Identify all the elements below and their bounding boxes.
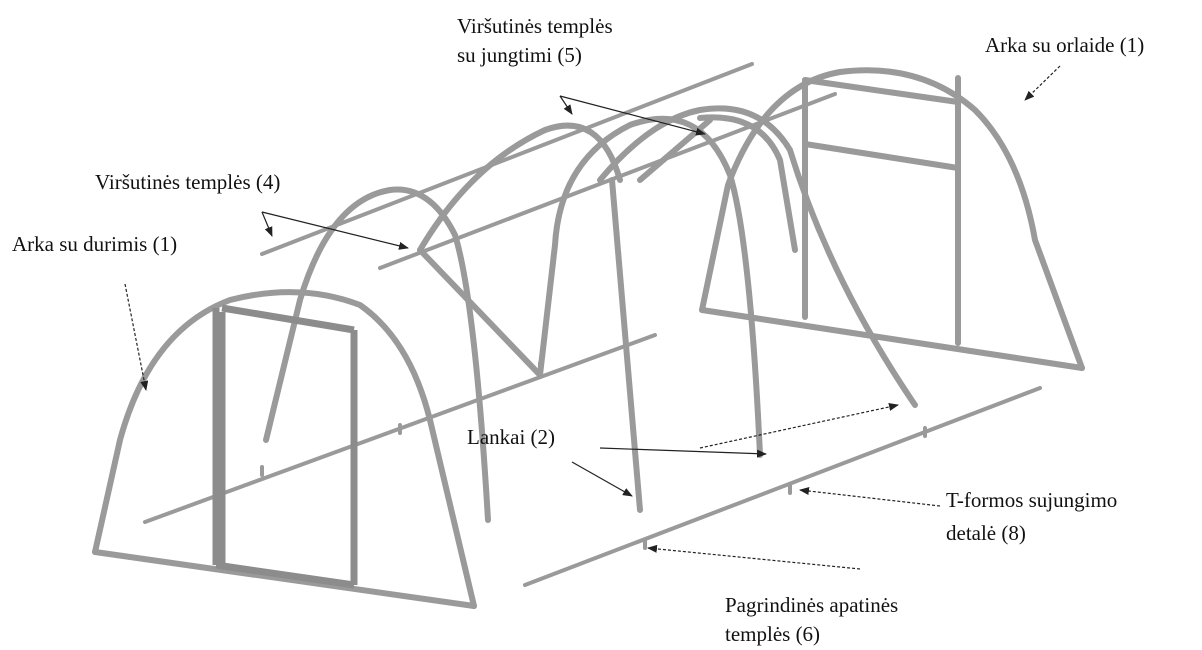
pointer-lines: [124, 65, 1061, 570]
label-top-ties-jointed-line1: Viršutinės templės: [457, 14, 613, 38]
top-ties: [260, 62, 837, 270]
hoop-4: [597, 105, 918, 408]
front-arch-with-door: [92, 289, 477, 609]
label-arch-with-vent: Arka su orlaide (1): [985, 33, 1144, 57]
label-top-ties-jointed-line2: su jungtimi (5): [457, 43, 582, 67]
hoop-5: [417, 247, 543, 378]
label-t-joint-line2: detalė (8): [946, 521, 1026, 545]
bottom-tie-right: [523, 386, 1042, 587]
label-t-joint-line1: T-formos sujungimo: [946, 488, 1117, 512]
rear-arch-with-vent: [699, 67, 1085, 371]
hoops: [263, 105, 918, 523]
hoop-8: [697, 114, 798, 253]
hoop-3: [417, 122, 623, 253]
bottom-ties: [143, 333, 1042, 587]
label-top-ties: Viršutinės templės (4): [95, 170, 280, 194]
label-hoops: Lankai (2): [467, 425, 555, 449]
label-arch-with-door: Arka su durimis (1): [12, 232, 177, 256]
label-bottom-ties-line2: templės (6): [725, 622, 820, 646]
top-tie-lower: [378, 92, 837, 270]
top-tie-upper: [260, 62, 754, 256]
label-bottom-ties-line1: Pagrindinės apatinės: [725, 593, 898, 617]
